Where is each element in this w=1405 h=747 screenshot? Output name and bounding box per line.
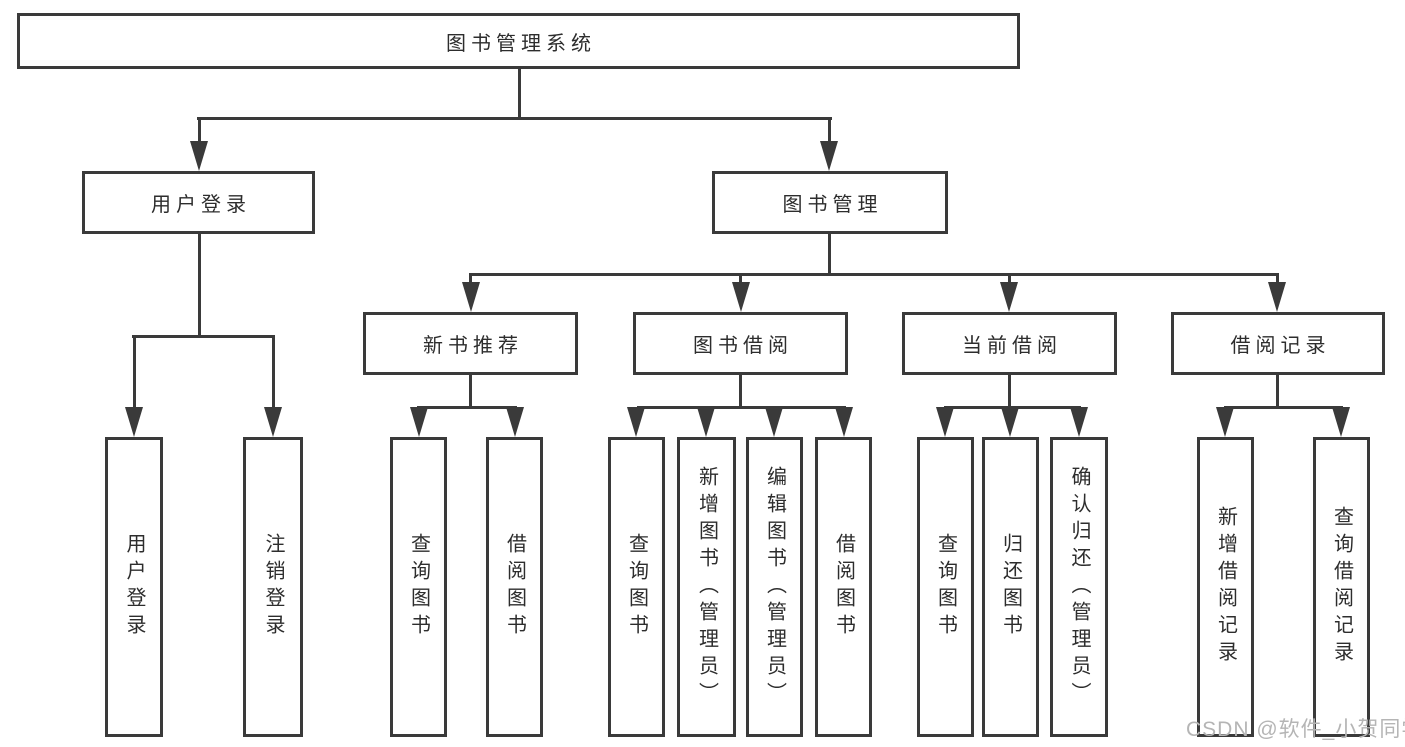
node-user-login: 用户登录 [82,171,315,234]
node-leaf-user-login-label: 用户登录 [123,533,145,641]
connector-user-login-stem [198,232,201,337]
node-leaf-confirm-return: 确认归还（管理员） [1050,437,1108,737]
node-leaf-add-record-label: 新增借阅记录 [1214,506,1237,668]
connector-book-borrow-branch [637,406,846,409]
connector-shaft-user-login [198,117,201,144]
node-leaf-query-book-2: 查询图书 [608,437,665,737]
node-leaf-add-record: 新增借阅记录 [1197,437,1254,737]
node-leaf-add-book: 新增图书（管理员） [677,437,736,737]
node-root-label: 图书管理系统 [446,32,596,55]
csdn-watermark: CSDN @软件_小贺同学 [1186,718,1405,741]
connector-shaft-book-mgmt [828,117,831,144]
connector-borrow-record-stem [1276,373,1279,408]
node-book-mgmt-label: 图书管理 [782,194,883,216]
arrowhead-leaf-borrow-book-2-icon [835,407,853,437]
node-leaf-borrow-book-1: 借阅图书 [486,437,543,737]
node-leaf-logout: 注销登录 [243,437,303,737]
connector-root-stem [518,66,521,119]
arrowhead-leaf-query-book-1-icon [410,407,428,437]
connector-book-mgmt-stem [828,232,831,276]
connector-user-login-branch [132,335,275,338]
connector-shaft-leaf-user-login [133,335,136,411]
node-leaf-confirm-return-label: 确认归还（管理员） [1068,465,1090,709]
connector-book-borrow-stem [739,373,742,408]
node-leaf-borrow-book-1-label: 借阅图书 [503,533,526,641]
arrowhead-leaf-add-record-icon [1216,407,1234,437]
connector-new-book-rec-stem [469,373,472,408]
connector-root-branch [197,117,832,120]
arrowhead-leaf-query-record-icon [1332,407,1350,437]
node-current-borrow: 当前借阅 [902,312,1117,375]
connector-current-borrow-stem [1008,373,1011,408]
node-current-borrow-label: 当前借阅 [962,335,1062,357]
connector-shaft-book-borrow [739,273,742,287]
arrowhead-leaf-borrow-book-1-icon [506,407,524,437]
connector-book-mgmt-branch [469,273,1279,276]
connector-shaft-current-borrow [1008,273,1011,287]
node-book-mgmt: 图书管理 [712,171,948,234]
node-book-borrow-label: 图书借阅 [693,335,793,357]
arrowhead-current-borrow-icon [1000,282,1018,312]
connector-shaft-borrow-record [1276,273,1279,287]
connector-shaft-leaf-logout [272,335,275,411]
node-leaf-query-book-2-label: 查询图书 [625,533,648,641]
arrowhead-leaf-confirm-return-icon [1070,407,1088,437]
node-leaf-return-book-label: 归还图书 [999,533,1022,641]
connector-shaft-new-book-rec [469,273,472,287]
arrowhead-leaf-query-book-2-icon [627,407,645,437]
node-leaf-borrow-book-2-label: 借阅图书 [832,533,855,641]
node-leaf-logout-label: 注销登录 [262,533,284,641]
node-new-book-rec: 新书推荐 [363,312,578,375]
node-new-book-rec-label: 新书推荐 [423,335,523,357]
node-leaf-query-record-label: 查询借阅记录 [1330,506,1353,668]
node-leaf-query-book-1: 查询图书 [390,437,447,737]
node-leaf-query-book-1-label: 查询图书 [407,533,430,641]
node-user-login-label: 用户登录 [151,194,251,216]
node-leaf-query-record: 查询借阅记录 [1313,437,1370,737]
node-book-borrow: 图书借阅 [633,312,848,375]
node-leaf-edit-book: 编辑图书（管理员） [746,437,803,737]
arrowhead-user-login-icon [190,141,208,171]
arrowhead-leaf-return-book-icon [1001,407,1019,437]
node-root: 图书管理系统 [17,13,1020,69]
node-leaf-query-book-3: 查询图书 [917,437,974,737]
node-borrow-record: 借阅记录 [1171,312,1385,375]
arrowhead-leaf-edit-book-icon [765,407,783,437]
node-leaf-borrow-book-2: 借阅图书 [815,437,872,737]
node-leaf-query-book-3-label: 查询图书 [934,533,957,641]
arrowhead-new-book-rec-icon [462,282,480,312]
node-leaf-edit-book-label: 编辑图书（管理员） [763,465,786,709]
node-leaf-add-book-label: 新增图书（管理员） [695,465,718,709]
node-leaf-return-book: 归还图书 [982,437,1039,737]
arrowhead-leaf-logout-icon [264,407,282,437]
arrowhead-book-mgmt-icon [820,141,838,171]
connector-borrow-record-branch [1224,406,1343,409]
arrowhead-leaf-add-book-icon [697,407,715,437]
arrowhead-book-borrow-icon [732,282,750,312]
arrowhead-borrow-record-icon [1268,282,1286,312]
arrowhead-leaf-query-book-3-icon [936,407,954,437]
node-leaf-user-login: 用户登录 [105,437,163,737]
arrowhead-leaf-user-login-icon [125,407,143,437]
connector-new-book-rec-branch [417,406,517,409]
node-borrow-record-label: 借阅记录 [1230,335,1331,357]
